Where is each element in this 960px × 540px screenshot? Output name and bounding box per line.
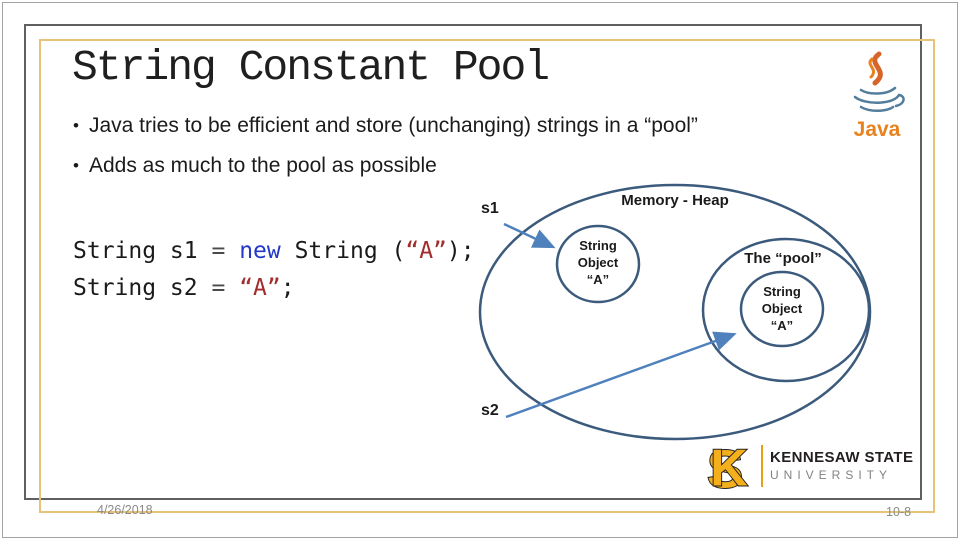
slide-title: String Constant Pool	[72, 43, 550, 92]
bullet-item: • Adds as much to the pool as possible	[73, 152, 698, 179]
code-line-2: String s2 = “A”;	[73, 270, 475, 307]
ksu-logo-text: KENNESAW STATE UNIVERSITY	[770, 449, 913, 483]
bullet-glyph: •	[73, 116, 79, 135]
ksu-monogram-s: S	[707, 439, 743, 495]
code-token: String s2	[73, 275, 212, 301]
code-token-string: “A”	[405, 238, 447, 264]
s2-label: s2	[481, 402, 499, 419]
bullet-text: Adds as much to the pool as possible	[88, 154, 437, 177]
object-text-line: String	[763, 284, 801, 299]
ksu-logo: S K KENNESAW STATE UNIVERSITY	[698, 436, 913, 496]
bullet-list: • Java tries to be efficient and store (…	[73, 112, 698, 192]
object-text-line: “A”	[770, 318, 794, 333]
ksu-logo-divider	[761, 445, 763, 487]
object-text-line: “A”	[586, 272, 610, 287]
bullet-item: • Java tries to be efficient and store (…	[73, 112, 698, 139]
code-token: String s1	[73, 238, 212, 264]
ksu-monogram-icon: S K	[706, 438, 749, 495]
code-token: =	[211, 238, 240, 264]
slide-frame-dark	[24, 24, 922, 500]
code-token: ;	[280, 275, 295, 301]
object-text-line: Object	[761, 301, 803, 316]
s1-label: s1	[481, 200, 499, 217]
code-token-string: “A”	[239, 275, 281, 301]
java-wordmark: Java	[853, 118, 901, 141]
ksu-monogram-k: K	[710, 439, 748, 495]
code-block: String s1 = new String (“A”); String s2 …	[73, 233, 475, 307]
java-logo: Java	[845, 50, 909, 141]
pool-string-object-text: String Object “A”	[740, 283, 824, 334]
footer-page-number: 10-8	[886, 505, 912, 519]
object-text-line: Object	[577, 255, 619, 270]
pool-label: The “pool”	[744, 250, 822, 267]
slide-frame-gold	[39, 39, 935, 513]
code-line-1: String s1 = new String (“A”);	[73, 233, 475, 270]
bullet-text: Java tries to be efficient and store (un…	[88, 114, 698, 137]
code-token: String (	[294, 238, 406, 264]
ksu-subname: UNIVERSITY	[770, 468, 893, 482]
object-text-line: String	[579, 238, 617, 253]
code-token: );	[446, 238, 475, 264]
footer-date: 4/26/2018	[97, 503, 153, 517]
ksu-name: KENNESAW STATE	[770, 449, 914, 466]
java-cup-icon	[853, 51, 905, 112]
code-token: =	[211, 275, 240, 301]
bullet-glyph: •	[73, 156, 79, 175]
code-token-keyword: new	[239, 238, 295, 264]
heap-string-object-text: String Object “A”	[556, 237, 640, 288]
heap-label: Memory - Heap	[621, 192, 729, 209]
